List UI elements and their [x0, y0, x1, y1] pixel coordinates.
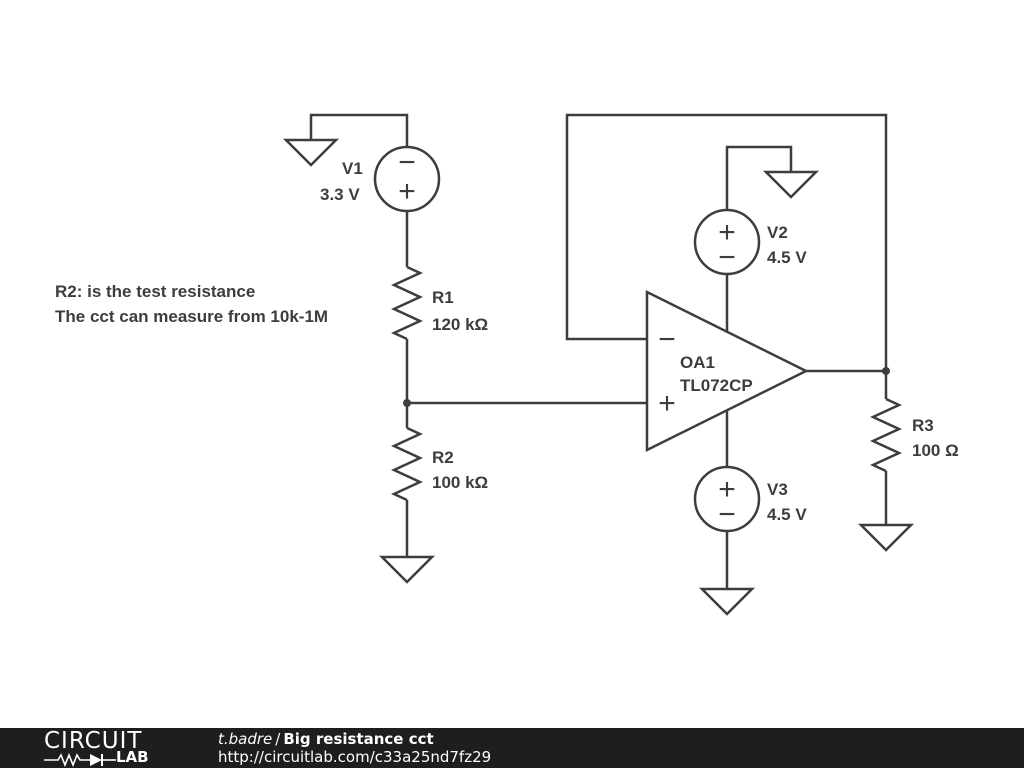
- ground-symbol-v1: [282, 138, 340, 167]
- v3-plus-sign: +: [718, 473, 736, 506]
- logo-resistor-diode-icon: [44, 752, 116, 768]
- opamp-noninverting-sign: +: [658, 387, 676, 420]
- v2-plus-sign: +: [718, 216, 736, 249]
- v3-value-label: 4.5 V: [767, 505, 807, 524]
- ground-symbol-r2: [378, 555, 436, 584]
- r3-name-label: R3: [912, 416, 934, 435]
- footer-title-line: t.badre/Big resistance cct: [218, 730, 491, 748]
- wire-v2-ground: [725, 145, 793, 210]
- circuit-schematic: − + V1 3.3 V R1 120 kΩ R2 100 kΩ − + OA1…: [55, 113, 959, 616]
- r2-value-label: 100 kΩ: [432, 473, 488, 492]
- circuit-url[interactable]: http://circuitlab.com/c33a25nd7fz29: [218, 748, 492, 766]
- title-separator: /: [275, 730, 281, 748]
- annotation-line-2: The cct can measure from 10k-1M: [55, 307, 328, 326]
- v1-name-label: V1: [342, 159, 363, 178]
- v2-name-label: V2: [767, 223, 788, 242]
- ground-symbol-v2: [762, 170, 820, 199]
- r2-name-label: R2: [432, 448, 454, 467]
- r3-value-label: 100 Ω: [912, 441, 959, 460]
- v1-value-label: 3.3 V: [320, 185, 360, 204]
- resistor-r1: [391, 265, 423, 341]
- annotation-line-1: R2: is the test resistance: [55, 282, 255, 301]
- circuitlab-logo[interactable]: CIRCUIT LAB: [44, 728, 174, 768]
- oa1-part-label: TL072CP: [680, 376, 753, 395]
- v1-minus-sign: −: [398, 146, 416, 179]
- oa1-name-label: OA1: [680, 353, 715, 372]
- author-link[interactable]: t.badre: [218, 730, 273, 748]
- opamp-inverting-sign: −: [658, 323, 676, 356]
- ground-symbol-r3: [857, 523, 915, 552]
- ground-symbol-v3: [698, 587, 756, 616]
- v1-plus-sign: +: [398, 175, 416, 208]
- footer-bar: CIRCUIT LAB t.badre/Big resistance cct h…: [0, 728, 1024, 768]
- v3-minus-sign: −: [718, 498, 736, 531]
- v3-name-label: V3: [767, 480, 788, 499]
- wire-feedback: [565, 113, 888, 373]
- wire-v1-ground: [309, 113, 409, 147]
- logo-text-lab: LAB: [116, 748, 149, 766]
- opamp-oa1: [645, 289, 809, 453]
- r1-name-label: R1: [432, 288, 454, 307]
- resistor-r3: [870, 397, 902, 473]
- circuit-title[interactable]: Big resistance cct: [283, 730, 434, 748]
- logo-text-circuit: CIRCUIT: [44, 728, 143, 754]
- footer-info: t.badre/Big resistance cct http://circui…: [218, 730, 491, 766]
- v2-value-label: 4.5 V: [767, 248, 807, 267]
- resistor-r2: [391, 426, 423, 502]
- r1-value-label: 120 kΩ: [432, 315, 488, 334]
- v2-minus-sign: −: [718, 241, 736, 274]
